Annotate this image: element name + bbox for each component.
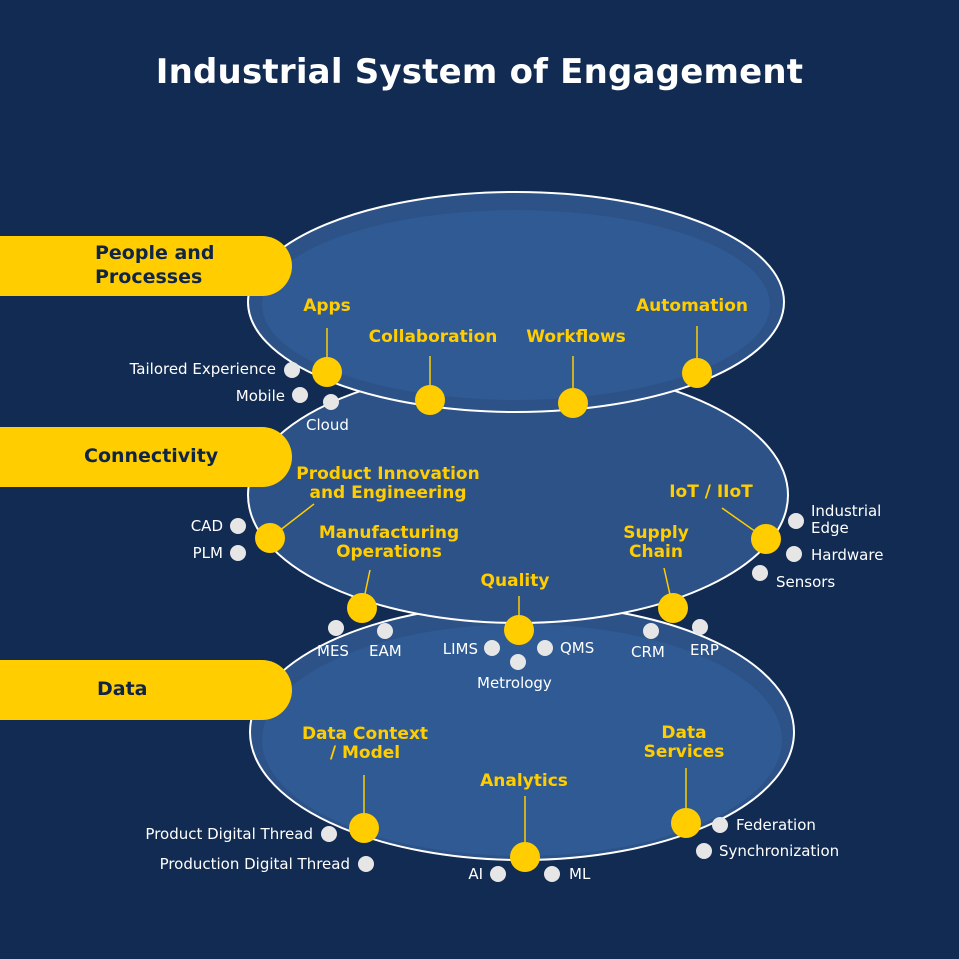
federation-dot bbox=[712, 817, 728, 833]
mobile-dot bbox=[292, 387, 308, 403]
automation-node bbox=[682, 358, 712, 388]
product-digital-thread-label: Product Digital Thread bbox=[145, 825, 313, 843]
crm-label: CRM bbox=[631, 643, 665, 661]
analytics-label: Analytics bbox=[480, 771, 568, 791]
ai-dot bbox=[490, 866, 506, 882]
hardware-label: Hardware bbox=[811, 546, 884, 564]
automation-label: Automation bbox=[636, 296, 748, 316]
industrial-edge-label: Industrial Edge bbox=[811, 502, 882, 538]
lims-dot bbox=[484, 640, 500, 656]
pie-label: Product Innovation and Engineering bbox=[296, 464, 480, 503]
connectivity-tab: Connectivity bbox=[0, 427, 292, 487]
mes-dot bbox=[328, 620, 344, 636]
people-layer-inner-ellipse bbox=[262, 210, 770, 400]
tailored-experience-label: Tailored Experience bbox=[129, 360, 276, 378]
iot-label: IoT / IIoT bbox=[669, 482, 753, 502]
lims-label: LIMS bbox=[442, 640, 478, 658]
data-tab: Data bbox=[0, 660, 292, 720]
tailored-experience-dot bbox=[284, 362, 300, 378]
people-processes-tab: People and Processes bbox=[0, 236, 292, 296]
supply-node bbox=[658, 593, 688, 623]
pie-node bbox=[255, 523, 285, 553]
data-layer-inner-ellipse bbox=[262, 624, 782, 856]
context-node bbox=[349, 813, 379, 843]
sensors-dot bbox=[752, 565, 768, 581]
cloud-dot bbox=[323, 394, 339, 410]
data-services-label: Data Services bbox=[643, 723, 725, 762]
iot-node bbox=[751, 524, 781, 554]
mes-label: MES bbox=[317, 642, 349, 660]
services-node bbox=[671, 808, 701, 838]
workflows-label: Workflows bbox=[526, 327, 626, 347]
manufacturing-label: Manufacturing Operations bbox=[318, 523, 460, 562]
eam-label: EAM bbox=[369, 642, 402, 660]
hardware-dot bbox=[786, 546, 802, 562]
sensors-label: Sensors bbox=[776, 573, 836, 591]
apps-node bbox=[312, 357, 342, 387]
supply-chain-label: Supply Chain bbox=[623, 523, 689, 562]
workflows-node bbox=[558, 388, 588, 418]
diagram-title: Industrial System of Engagement bbox=[155, 52, 804, 92]
ml-dot bbox=[544, 866, 560, 882]
metrology-dot bbox=[510, 654, 526, 670]
erp-dot bbox=[692, 619, 708, 635]
collaboration-node bbox=[415, 385, 445, 415]
synchronization-label: Synchronization bbox=[719, 842, 840, 860]
cad-label: CAD bbox=[190, 517, 223, 535]
plm-dot bbox=[230, 545, 246, 561]
cloud-label: Cloud bbox=[306, 416, 349, 434]
metrology-label: Metrology bbox=[477, 674, 552, 692]
production-digital-thread-label: Production Digital Thread bbox=[159, 855, 350, 873]
apps-label: Apps bbox=[303, 296, 351, 316]
plm-label: PLM bbox=[192, 544, 223, 562]
analytics-node bbox=[510, 842, 540, 872]
data-context-label: Data Context / Model bbox=[301, 724, 429, 763]
qms-dot bbox=[537, 640, 553, 656]
crm-dot bbox=[643, 623, 659, 639]
cad-dot bbox=[230, 518, 246, 534]
industrial-edge-dot bbox=[788, 513, 804, 529]
product-digital-thread-dot bbox=[321, 826, 337, 842]
federation-label: Federation bbox=[736, 816, 816, 834]
ml-label: ML bbox=[569, 865, 591, 883]
mobile-label: Mobile bbox=[235, 387, 285, 405]
collaboration-label: Collaboration bbox=[368, 327, 498, 347]
production-digital-thread-dot bbox=[358, 856, 374, 872]
quality-label: Quality bbox=[480, 571, 550, 591]
qms-label: QMS bbox=[560, 639, 595, 657]
ai-label: AI bbox=[468, 865, 483, 883]
erp-label: ERP bbox=[690, 641, 719, 659]
quality-node bbox=[504, 615, 534, 645]
manufacturing-node bbox=[347, 593, 377, 623]
eam-dot bbox=[377, 623, 393, 639]
synchronization-dot bbox=[696, 843, 712, 859]
